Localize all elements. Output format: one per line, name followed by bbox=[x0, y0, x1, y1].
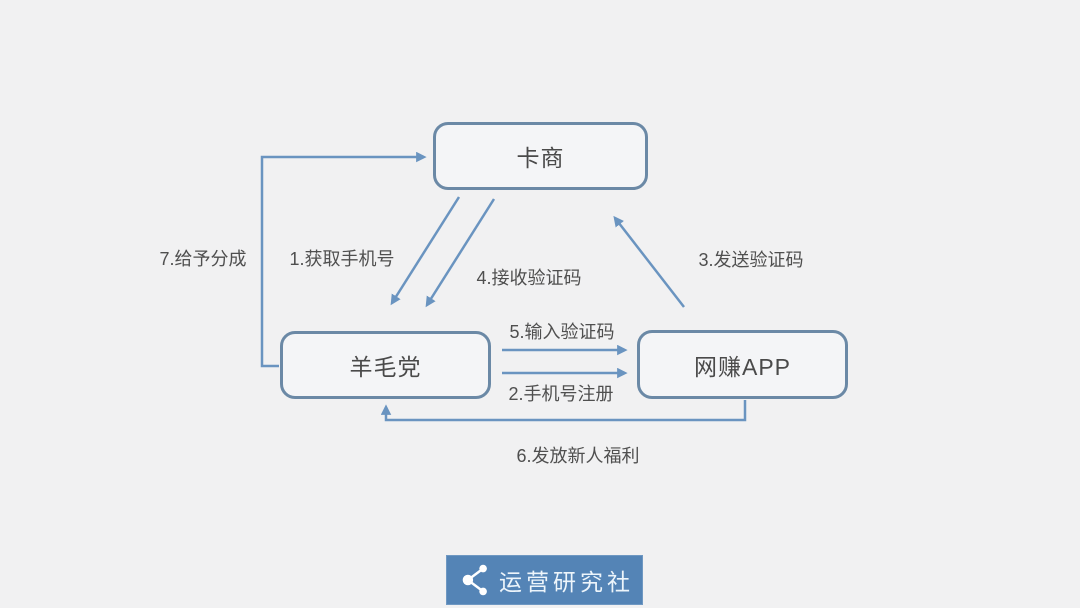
share-icon bbox=[462, 564, 487, 596]
node-moneymaking-app-label: 网赚APP bbox=[693, 353, 792, 380]
edge-6-label: 6.发放新人福利 bbox=[516, 446, 640, 466]
footer-logo: 运营研究社 bbox=[446, 555, 643, 605]
edge-4-label: 4.接收验证码 bbox=[476, 268, 582, 288]
node-card-merchant: 卡商 bbox=[433, 122, 648, 190]
edge-2-label: 2.手机号注册 bbox=[508, 384, 614, 404]
edge-7-label: 7.给予分成 bbox=[159, 249, 247, 269]
edge-7-arrow bbox=[260, 151, 427, 368]
edge-3-arrow bbox=[613, 215, 685, 308]
node-moneymaking-app: 网赚APP bbox=[637, 330, 848, 399]
edge-4-arrow bbox=[425, 198, 496, 308]
node-card-merchant-label: 卡商 bbox=[516, 145, 565, 171]
edge-5-label: 5.输入验证码 bbox=[509, 322, 615, 342]
edge-1-arrow bbox=[390, 196, 461, 306]
node-wool-party: 羊毛党 bbox=[280, 331, 491, 399]
edge-6-arrow bbox=[380, 400, 747, 422]
logo-text: 运营研究社 bbox=[499, 569, 634, 595]
edge-3-label: 3.发送验证码 bbox=[698, 250, 804, 270]
edge-1-label: 1.获取手机号 bbox=[289, 249, 395, 269]
node-wool-party-label: 羊毛党 bbox=[349, 354, 422, 380]
